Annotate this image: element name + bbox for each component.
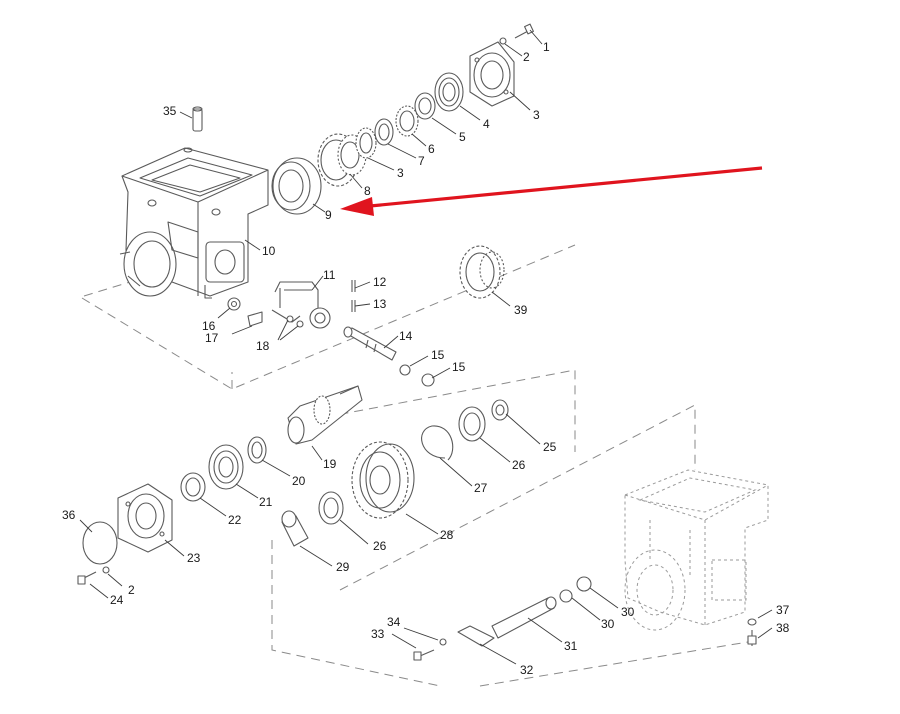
- callout-2: 2: [523, 50, 530, 64]
- idler-shaft-31: [491, 596, 557, 639]
- circlip-15-a: [399, 364, 411, 376]
- shift-fork-11: [271, 281, 331, 329]
- bearing-26-upper: [458, 406, 486, 442]
- o-ring-36: [82, 521, 118, 565]
- callout-35: 35: [163, 104, 177, 118]
- needle-bearing-6: [395, 105, 419, 137]
- callout-2: 2: [128, 583, 135, 597]
- callout-27: 27: [474, 481, 488, 495]
- circlip-15-b: [421, 373, 435, 387]
- output-shaft-19: [287, 385, 363, 445]
- callout-4: 4: [483, 117, 490, 131]
- upper-group-outline: [81, 244, 576, 390]
- callout-19: 19: [323, 457, 337, 471]
- flange-cover-23: [117, 483, 173, 553]
- lower-group-outline: [271, 369, 761, 687]
- callout-10: 10: [262, 244, 276, 258]
- callout-36: 36: [62, 508, 76, 522]
- callout-38: 38: [776, 621, 790, 635]
- snap-ring-27: [421, 425, 454, 461]
- callout-30: 30: [601, 617, 615, 631]
- bearing-26-lower: [318, 491, 344, 525]
- callout-31: 31: [564, 639, 578, 653]
- bolt-38: [747, 630, 757, 646]
- callout-3: 3: [397, 166, 404, 180]
- callout-13: 13: [373, 297, 387, 311]
- gear-39: [459, 245, 505, 299]
- callout-30: 30: [621, 605, 635, 619]
- lock-plate-32: [457, 625, 495, 647]
- callout-34: 34: [387, 615, 401, 629]
- callout-26: 26: [373, 539, 387, 553]
- bushing-29: [281, 510, 309, 547]
- callout-28: 28: [440, 528, 454, 542]
- shift-sleeve-9: [271, 157, 322, 215]
- washer-2-upper: [499, 37, 507, 45]
- seal-22: [180, 472, 206, 502]
- callout-3: 3: [533, 108, 540, 122]
- callout-16: 16: [202, 319, 216, 333]
- circlip-30-b: [576, 576, 592, 592]
- washer-34: [439, 638, 447, 646]
- callout-14: 14: [399, 329, 413, 343]
- bolt-24: [77, 571, 97, 585]
- gear-8: [317, 133, 367, 187]
- washer-37: [747, 618, 757, 626]
- leader-lines: [79, 29, 773, 665]
- callout-17: 17: [205, 331, 219, 345]
- washer-2-lower: [102, 566, 110, 574]
- callout-7: 7: [418, 154, 425, 168]
- callout-21: 21: [259, 495, 273, 509]
- bearing-4: [434, 72, 464, 112]
- callout-32: 32: [520, 663, 534, 677]
- gearbox-housing-10: [119, 147, 269, 299]
- bolt-33: [413, 649, 435, 661]
- reference-housing-ghost: [624, 469, 769, 631]
- callout-11: 11: [323, 268, 336, 282]
- callout-37: 37: [776, 603, 790, 617]
- callout-24: 24: [110, 593, 124, 607]
- seal-20: [247, 436, 267, 464]
- callout-20: 20: [292, 474, 306, 488]
- gear-28: [351, 441, 415, 519]
- spacer-7: [374, 118, 394, 146]
- bearing-21: [208, 444, 244, 490]
- callout-15: 15: [452, 360, 466, 374]
- callout-26: 26: [512, 458, 526, 472]
- callout-8: 8: [364, 184, 371, 198]
- callout-5: 5: [459, 130, 466, 144]
- callout-29: 29: [336, 560, 350, 574]
- plug-17: [247, 311, 263, 327]
- callout-labels: 1 2 3 4 5 6 7 3 8 9 35 10 11 12 13 14 15…: [62, 40, 790, 677]
- callout-22: 22: [228, 513, 242, 527]
- callout-25: 25: [543, 440, 557, 454]
- callout-12: 12: [373, 275, 387, 289]
- callout-18: 18: [256, 339, 270, 353]
- callout-6: 6: [428, 142, 435, 156]
- spring-pin-13: [351, 300, 356, 312]
- callout-9: 9: [325, 208, 332, 222]
- callout-33: 33: [371, 627, 385, 641]
- washer-5: [414, 92, 436, 120]
- dowel-pin-35: [192, 106, 203, 132]
- spring-pin-12: [351, 280, 356, 292]
- shift-shaft-14: [343, 326, 397, 361]
- spacer-25: [491, 399, 509, 421]
- needle-bearing-3-lower: [355, 127, 377, 159]
- flange-cover-3-upper: [469, 41, 515, 107]
- highlight-arrow: [340, 166, 763, 216]
- circlip-30-a: [559, 589, 573, 603]
- washer-16: [227, 297, 241, 311]
- callout-1: 1: [543, 40, 550, 54]
- callout-39: 39: [514, 303, 528, 317]
- callout-23: 23: [187, 551, 201, 565]
- callout-15: 15: [431, 348, 445, 362]
